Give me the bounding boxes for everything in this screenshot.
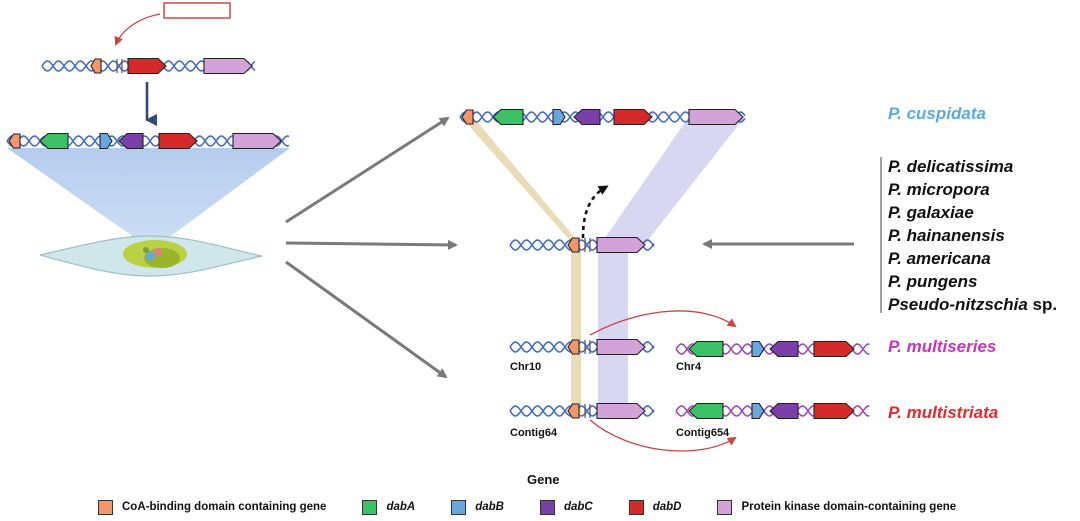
magnification-cone [7,148,290,250]
legend-item: dabD [628,499,682,515]
species-hainanensis: P. hainanensis [888,226,1005,245]
gene-legend: Gene CoA-binding domain containing gene d… [0,468,1080,521]
gene-coa-contig64 [567,403,580,419]
insertion-arrow [114,13,161,46]
gene-coa-cuspidata [461,109,474,125]
legend-swatch [628,499,644,515]
species-americana: P. americana [888,249,991,268]
synteny-band-coa [462,118,581,245]
legend-label: Protein kinase domain-containing gene [741,501,957,513]
species-sp-suffix: sp. [1028,295,1057,314]
legend-label: dabD [652,501,682,513]
synteny-band-kinase-vertical [598,245,628,415]
species-cuspidata: P. cuspidata [888,104,986,123]
translocation-arrow-chr4 [589,310,737,336]
legend-item: Protein kinase domain-containing gene [717,499,957,515]
genus-pseudo-nitzschia: Pseudo-nitzschia [888,295,1028,314]
gene-kinase-contig64 [596,402,646,420]
legend-swatch [539,499,555,515]
arrow-to-multi [285,260,448,379]
gene-dabb-cuspidata [552,108,566,126]
donor-gene-box [163,2,231,19]
synteny-band-kinase [600,118,744,245]
gene-kinase-ancestral [203,57,253,75]
species-multistriata: P. multistriata [888,403,998,422]
gene-kinase-inserted [232,132,282,150]
species-pungens: P. pungens [888,272,977,291]
gene-dabd-cuspidata [613,108,653,126]
loss-dotted-arrow [581,185,609,239]
gene-dabc-inserted [118,132,144,150]
gene-dabc-cuspidata [573,108,601,126]
locus-contig654: Contig654 [676,427,730,439]
locus-contig64: Contig64 [510,427,558,439]
species-multiseries: P. multiseries [888,337,996,356]
gene-dabd-contig654 [813,402,855,420]
gene-daba-cuspidata [492,108,524,126]
gene-dabc-contig654 [769,402,799,420]
gene-daba-chr4 [688,340,724,358]
gene-daba-inserted [39,132,69,150]
gene-dabb-inserted [99,132,113,150]
gene-dabb-chr4 [751,340,765,358]
diatom-cell [39,235,263,277]
species-delicatissima: P. delicatissima [888,157,1013,176]
arrow-to-group [285,239,458,250]
species-pseudo-nitzschia: Pseudo-nitzschia sp. [888,295,1057,314]
gene-daba-contig654 [688,402,724,420]
translocation-arrow-contig654 [589,419,737,452]
legend-item: CoA-binding domain containing gene [98,499,327,515]
synteny-band-coa-vertical [571,245,581,413]
arrow-to-cuspidata [285,116,450,224]
species-micropora: P. micropora [888,180,990,199]
legend-item: dabB [451,499,504,515]
legend-item: dabA [362,499,416,515]
legend-swatch [451,499,467,515]
gene-dabd-chr4 [813,340,855,358]
gene-kinase-chr10 [596,338,646,356]
gene-coa-ancestral [90,58,102,74]
locus-chr4: Chr4 [676,361,702,373]
gene-dabc-chr4 [769,340,799,358]
legend-label: dabB [475,501,504,513]
legend-items: CoA-binding domain containing gene dabA da… [98,496,992,518]
legend-label: CoA-binding domain containing gene [122,501,327,513]
legend-swatch [362,499,378,515]
species-galaxiae: P. galaxiae [888,203,974,222]
gene-dabd-inserted [158,132,198,150]
gene-dabd-ancestral [127,57,167,75]
legend-label: dabC [563,501,593,513]
gene-coa-group [567,237,580,253]
legend-swatch [717,499,733,515]
legend-swatch [98,499,113,515]
gene-kinase-group [596,236,646,254]
gene-coa-inserted [8,133,21,149]
legend-label: dabA [386,501,416,513]
legend-title: Gene [527,472,560,487]
legend-item: dabC [539,499,593,515]
locus-chr10: Chr10 [510,361,541,373]
gene-coa-chr10 [567,339,580,355]
gene-kinase-cuspidata [688,108,744,126]
gene-dabb-contig654 [751,402,765,420]
